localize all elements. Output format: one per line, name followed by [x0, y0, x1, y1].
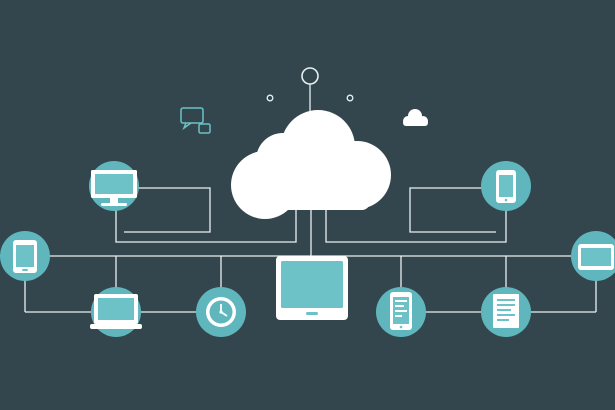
monitor-icon [91, 170, 137, 206]
mobile-app-icon [390, 292, 412, 330]
phone-icon [13, 240, 37, 273]
dot-icon-left [266, 94, 274, 102]
small-cloud-icon [403, 109, 428, 126]
bracket-right [409, 187, 496, 233]
cloud-icon [231, 110, 391, 219]
document-icon [493, 294, 519, 328]
clock-icon [206, 297, 236, 327]
bracket-left [124, 187, 211, 233]
line-cloud-monitor [115, 198, 297, 243]
tablet-icon [276, 256, 348, 320]
smartphone-icon [496, 170, 516, 203]
dot-icon-right [346, 94, 354, 102]
chat-bubbles-icon [180, 107, 211, 134]
tablet-landscape-icon [578, 244, 614, 270]
laptop-icon [90, 294, 142, 329]
line-cloud-smartphone [325, 198, 507, 243]
antenna-icon [301, 67, 319, 85]
